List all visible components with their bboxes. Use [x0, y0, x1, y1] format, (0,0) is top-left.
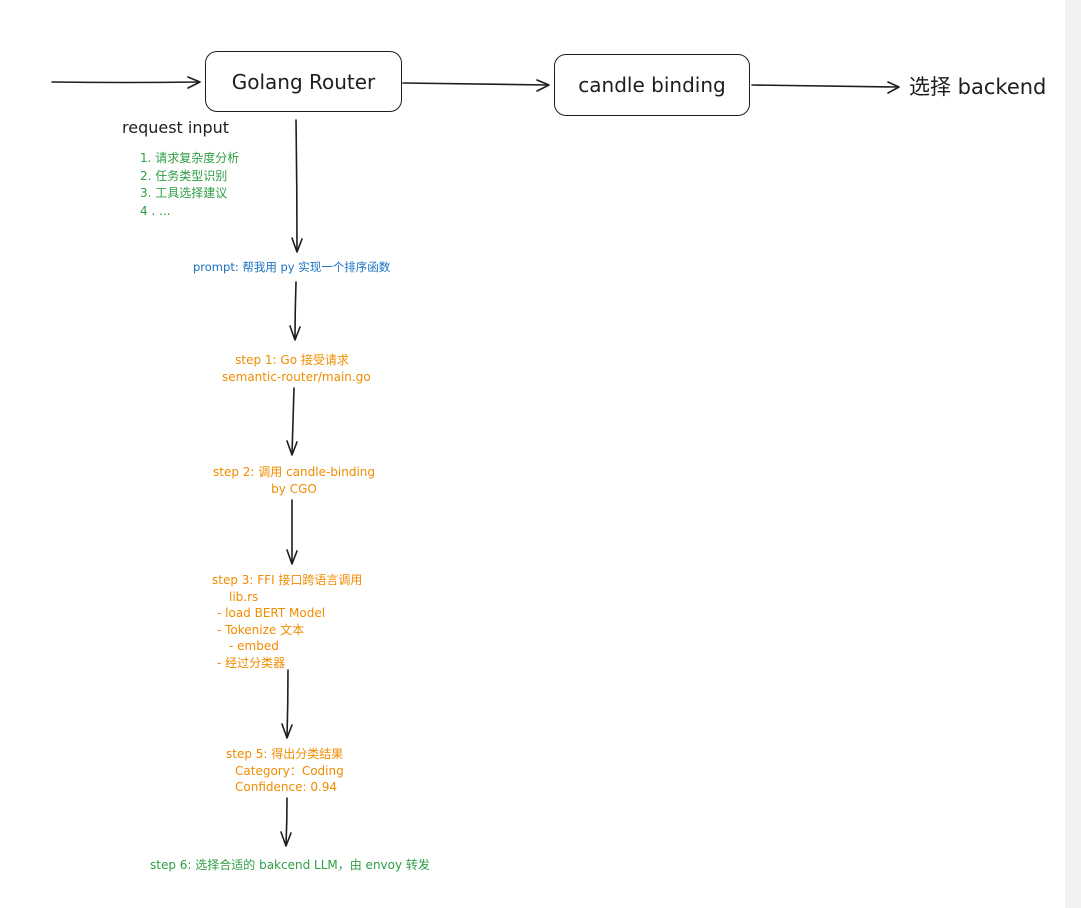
request-input-label: request input: [122, 118, 230, 137]
select-backend-label: 选择 backend: [909, 75, 1047, 99]
arrowhead-input-to-router: [187, 76, 201, 89]
golang-router-label: Golang Router: [231, 69, 376, 94]
step-5-category: Category：Coding: [235, 763, 344, 778]
arrowhead-step2-to-step3: [286, 549, 298, 565]
candle-binding-label: candle binding: [578, 73, 726, 97]
step-2: step 2: 调用 candle-binding by CGO: [212, 464, 376, 497]
prompt-label: prompt: 帮我用 py 实现一个排序函数: [193, 260, 391, 274]
arrowhead-step5-to-step6: [280, 831, 292, 847]
arrowhead-router-to-candle: [536, 79, 550, 92]
analysis-item: 2. 任务类型识别: [140, 168, 228, 183]
canvas-edge: [1065, 0, 1081, 908]
arrow-step5-to-step6: [285, 797, 288, 846]
arrow-router-to-candle: [402, 82, 549, 86]
arrowhead-step1-to-step2: [286, 440, 298, 456]
step-1-title: step 1: Go 接受请求: [235, 353, 349, 367]
step-2-title: step 2: 调用 candle-binding: [212, 465, 376, 479]
step-5-title: step 5: 得出分类结果: [226, 747, 344, 761]
arrowhead-candle-to-backend: [887, 81, 900, 94]
arrowhead-router-to-prompt: [291, 237, 303, 253]
step-5-confidence: Confidence: 0.94: [235, 780, 338, 794]
arrow-prompt-to-step1: [294, 281, 297, 340]
analysis-item: 3. 工具选择建议: [140, 186, 228, 200]
step-1: step 1: Go 接受请求 semantic-router/main.go: [222, 352, 371, 385]
step-1-detail: semantic-router/main.go: [222, 369, 371, 384]
step-2-detail: by CGO: [271, 481, 317, 496]
arrow-router-to-prompt: [295, 119, 298, 252]
analysis-item: 4 . ...: [140, 203, 171, 218]
arrow-candle-to-backend: [751, 84, 899, 88]
step-5: step 5: 得出分类结果 Category：Coding Confidenc…: [226, 746, 344, 796]
arrow-input-to-router: [51, 81, 200, 84]
arrowhead-step3-to-step5: [281, 723, 293, 739]
step-3-line: - 经过分类器: [217, 655, 286, 670]
candle-binding-node: candle binding: [554, 54, 750, 116]
arrow-step1-to-step2: [291, 387, 295, 455]
step-3-line: - load BERT Model: [217, 606, 326, 620]
step-6: step 6: 选择合适的 bakcend LLM，由 envoy 转发: [150, 858, 430, 872]
step-3-line: - Tokenize 文本: [217, 622, 305, 637]
golang-router-node: Golang Router: [205, 51, 402, 112]
analysis-item: 1. 请求复杂度分析: [140, 151, 240, 165]
step-3-title: step 3: FFI 接口跨语言调用: [212, 573, 363, 587]
step-3-line: - embed: [229, 639, 279, 653]
step-3: step 3: FFI 接口跨语言调用 lib.rs - load BERT M…: [212, 572, 362, 671]
analysis-list: 1. 请求复杂度分析 2. 任务类型识别 3. 工具选择建议 4 . ...: [140, 150, 239, 220]
arrow-step3-to-step5: [286, 669, 289, 738]
arrowhead-prompt-to-step1: [289, 325, 301, 341]
step-3-line: lib.rs: [229, 589, 259, 604]
